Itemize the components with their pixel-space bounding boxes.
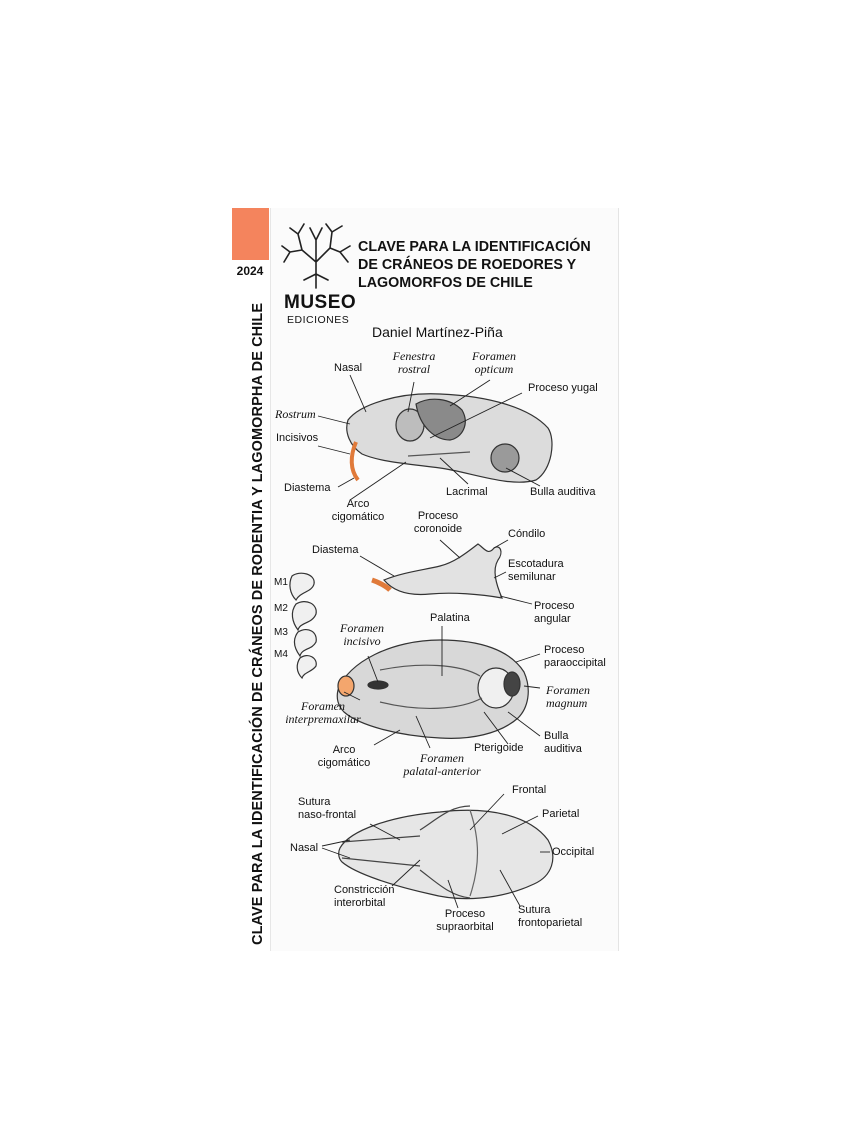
- book-title: CLAVE PARA LA IDENTIFICACIÓN DE CRÁNEOS …: [358, 238, 616, 292]
- spine-color-block: [232, 208, 269, 260]
- lateral-skull-illustration: [346, 393, 553, 483]
- label-foramen-incisivo: Foramen incisivo: [340, 621, 384, 648]
- label-pterigoide: Pterigoide: [474, 742, 524, 754]
- label-m3: M3: [274, 627, 288, 638]
- label-occipital: Occipital: [552, 846, 595, 858]
- publisher-name: MUSEO: [284, 292, 357, 313]
- label-m2: M2: [274, 603, 288, 614]
- mandible-illustration: [383, 543, 503, 599]
- molar-row-illustration: [289, 572, 317, 680]
- label-bulla-auditiva-ventral: Bulla auditiva: [544, 730, 582, 755]
- label-diastema-lateral: Diastema: [284, 482, 331, 494]
- tree-logo-icon: [281, 223, 351, 289]
- dorsal-skull-illustration: [338, 805, 554, 900]
- label-sutura-naso-frontal: Sutura naso-frontal: [298, 796, 357, 821]
- title-line-2: DE CRÁNEOS DE ROEDORES Y: [358, 257, 577, 273]
- label-nasal: Nasal: [334, 362, 363, 374]
- ventral-skull-illustration: [336, 639, 529, 739]
- label-escotadura-semilunar: Escotadura semilunar: [508, 558, 564, 583]
- label-proceso-yugal: Proceso yugal: [528, 382, 598, 394]
- label-foramen-magnum: Foramen magnum: [546, 683, 590, 710]
- label-proceso-supraorbital: Proceso supraorbital: [436, 908, 494, 933]
- lateral-incisor-icon: [349, 441, 360, 482]
- title-line-3: LAGOMORFOS DE CHILE: [358, 275, 533, 291]
- title-line-1: CLAVE PARA LA IDENTIFICACIÓN: [358, 239, 591, 255]
- label-nasal-dorsal: Nasal: [290, 842, 319, 854]
- label-condilo: Cóndilo: [508, 528, 546, 540]
- label-foramen-interpremaxilar: Foramen interpremaxilar: [285, 699, 361, 726]
- label-arco-cigomatico-lateral: Arco cigomático: [331, 498, 385, 523]
- mandible-incisor-icon: [371, 577, 392, 592]
- label-m1: M1: [274, 577, 288, 588]
- label-parietal: Parietal: [542, 808, 580, 820]
- author-name: Daniel Martínez-Piña: [372, 324, 503, 340]
- label-lacrimal: Lacrimal: [446, 486, 488, 498]
- label-foramen-opticum: Foramen opticum: [472, 349, 516, 376]
- label-incisivos: Incisivos: [276, 432, 319, 444]
- label-constriccion-interorbital: Constricción interorbital: [334, 884, 395, 909]
- label-bulla-auditiva-lateral: Bulla auditiva: [530, 486, 596, 498]
- label-rostrum: Rostrum: [275, 407, 316, 421]
- label-proceso-angular: Proceso angular: [534, 600, 575, 625]
- label-palatina: Palatina: [430, 612, 470, 624]
- label-proceso-coronoide: Proceso coronoide: [413, 510, 463, 535]
- label-m4: M4: [274, 649, 288, 660]
- book-spine: [230, 208, 271, 951]
- spine-year: 2024: [236, 264, 264, 278]
- label-frontal: Frontal: [512, 784, 547, 796]
- label-sutura-frontoparietal: Sutura frontoparietal: [518, 904, 583, 929]
- label-proceso-paraoccipital: Proceso paraoccipital: [544, 644, 606, 669]
- leader-lines: [317, 374, 550, 909]
- label-arco-cigomatico-ventral: Arco cigomático: [317, 744, 371, 769]
- label-foramen-palatal-anterior: Foramen palatal-anterior: [403, 751, 481, 778]
- label-diastema-mandible: Diastema: [312, 544, 359, 556]
- publisher-sub: EDICIONES: [287, 314, 350, 326]
- label-fenestra-rostral: Fenestra rostral: [392, 349, 436, 376]
